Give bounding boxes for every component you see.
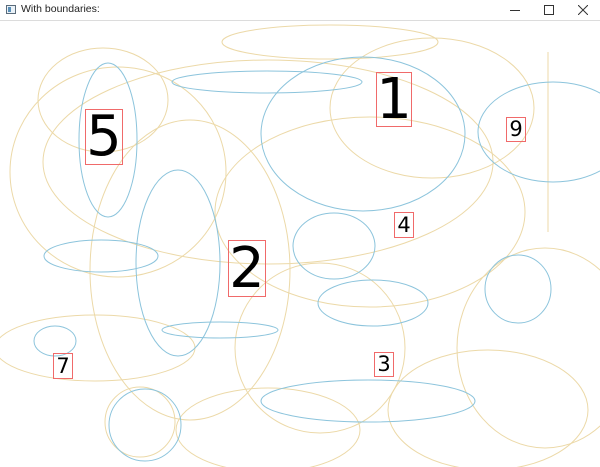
blue-ellipse (292, 212, 376, 280)
maximize-button[interactable] (532, 0, 566, 20)
label-1-box: 1 (376, 66, 412, 132)
blue-ellipse (43, 239, 159, 273)
close-icon (578, 5, 588, 15)
ellipse-drawing (0, 24, 600, 467)
label-5-box: 5 (85, 109, 123, 165)
blue-ellipse (171, 70, 363, 94)
title-bar[interactable]: With boundaries: (0, 0, 600, 21)
label-1: 1 (376, 66, 412, 132)
window-app-icon (6, 5, 16, 14)
tan-ellipse (89, 119, 291, 421)
blue-ellipse (108, 388, 182, 462)
drawing-canvas (0, 22, 600, 467)
label-4-box: 4 (394, 212, 414, 238)
blue-ellipse (477, 81, 600, 183)
tan-ellipse (104, 386, 176, 458)
blue-ellipse (260, 379, 476, 423)
label-4: 4 (397, 212, 411, 237)
blue-ellipse (484, 254, 552, 324)
tan-ellipse (221, 24, 439, 60)
tan-ellipse (9, 66, 227, 278)
close-button[interactable] (566, 0, 600, 20)
label-3-box: 3 (374, 352, 394, 377)
tan-ellipse (0, 314, 196, 382)
window-title: With boundaries: (21, 3, 100, 15)
label-2-box: 2 (228, 240, 266, 297)
tan-ellipse (37, 47, 169, 153)
blue-ellipse (135, 169, 221, 357)
blue-ellipse (161, 321, 279, 339)
tan-ellipse (456, 247, 600, 449)
blue-ellipse (317, 279, 429, 327)
maximize-icon (544, 5, 554, 15)
tan-ellipse (329, 37, 535, 179)
tan-ellipse (234, 262, 406, 434)
tan-ellipse (214, 116, 526, 308)
blue-ellipse (260, 56, 466, 212)
tan-ellipse (175, 387, 361, 467)
label-3: 3 (377, 352, 391, 376)
label-7-box: 7 (53, 353, 73, 379)
blue-ellipse (78, 62, 138, 218)
label-5: 5 (86, 104, 122, 169)
tan-ellipse (387, 349, 589, 467)
label-7: 7 (56, 353, 70, 378)
minimize-button[interactable] (498, 0, 532, 20)
label-9-box: 9 (506, 117, 526, 142)
blue-ellipse (33, 325, 77, 357)
label-9: 9 (509, 117, 523, 141)
label-2: 2 (229, 235, 265, 301)
minimize-icon (510, 10, 520, 11)
blue-ellipses (33, 56, 600, 462)
